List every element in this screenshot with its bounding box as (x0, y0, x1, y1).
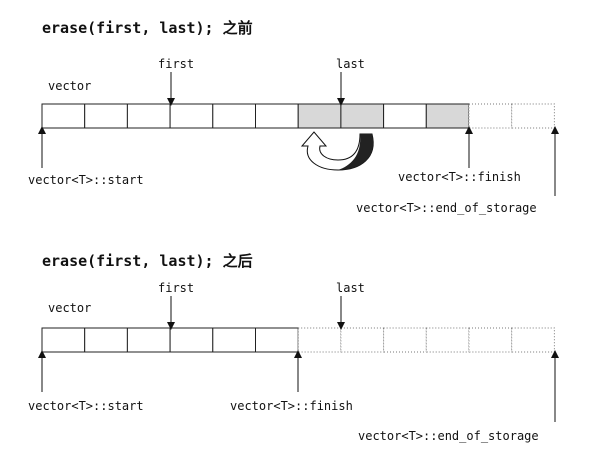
finish-label: vector<T>::finish (230, 399, 353, 413)
vector-cells (41, 327, 555, 353)
vector-cell (169, 103, 214, 129)
vector-cell (511, 103, 555, 129)
vector-cell (126, 103, 171, 129)
vector-cell (212, 103, 257, 129)
vector-cell (425, 103, 470, 129)
first-label: first (158, 281, 194, 295)
vector-cell (255, 327, 299, 353)
vector-cell (84, 327, 128, 353)
vector-cell (41, 327, 86, 353)
vector-cell (340, 327, 385, 353)
vector-cell (383, 103, 427, 129)
copy-arrow-icon (300, 131, 374, 171)
vector-cell (212, 327, 257, 353)
vector-cells (41, 103, 555, 129)
vector-cell (383, 327, 427, 353)
first-label: first (158, 57, 194, 71)
vector-cell (297, 103, 342, 129)
vector-label: vector (48, 301, 91, 315)
diagram-after: erase(first, last); 之后 vector first last… (28, 252, 559, 443)
vector-cell (84, 103, 128, 129)
vector-cell (340, 103, 385, 129)
vector-cell (511, 327, 555, 353)
vector-cell (126, 327, 171, 353)
end-of-storage-label: vector<T>::end_of_storage (358, 429, 539, 443)
vector-cell (468, 327, 513, 353)
diagram-before: erase(first, last); 之前 vector first last… (28, 19, 559, 215)
end-of-storage-label: vector<T>::end_of_storage (356, 201, 537, 215)
vector-cell (297, 327, 342, 353)
finish-label: vector<T>::finish (398, 170, 521, 184)
vector-cell (425, 327, 470, 353)
vector-cell (255, 103, 299, 129)
vector-cell (169, 327, 214, 353)
vector-cell (468, 103, 513, 129)
vector-label: vector (48, 79, 91, 93)
last-label: last (336, 281, 365, 295)
diagram-title: erase(first, last); 之前 (42, 19, 253, 37)
start-label: vector<T>::start (28, 399, 144, 413)
start-label: vector<T>::start (28, 173, 144, 187)
diagram-title: erase(first, last); 之后 (42, 252, 253, 270)
vector-cell (41, 103, 86, 129)
last-label: last (336, 57, 365, 71)
